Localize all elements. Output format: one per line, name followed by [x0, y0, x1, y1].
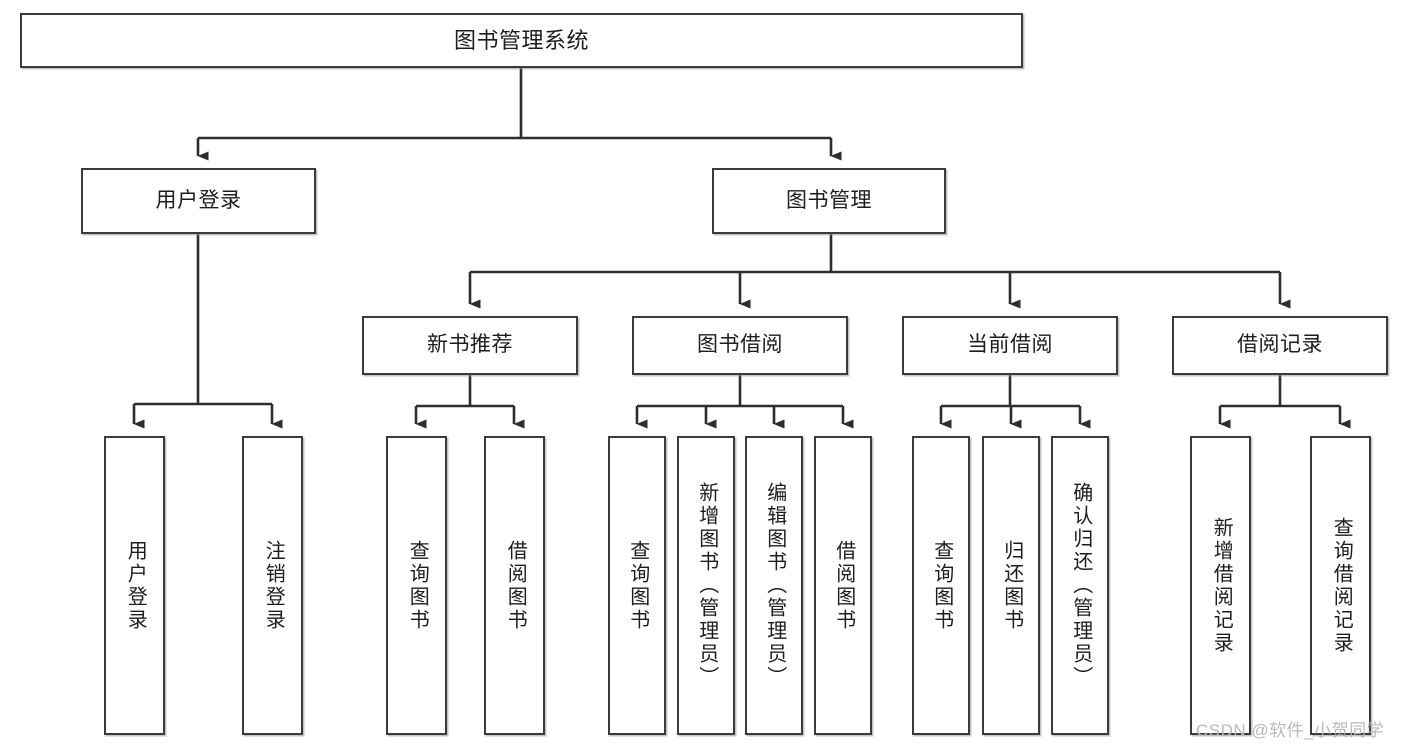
- node-label: 查询借阅记录: [1330, 516, 1353, 655]
- node-leaf-11[interactable]: 新增借阅记录: [1190, 436, 1251, 735]
- node-label: 借阅图书: [504, 539, 527, 632]
- node-leaf-5[interactable]: 新增图书（管理员）: [677, 436, 735, 735]
- node-label: 编辑图书（管理员）: [763, 482, 786, 689]
- connectors-current-borrow-to-leaves: [939, 375, 1091, 429]
- node-label: 归还图书: [1000, 539, 1023, 632]
- connectors-level2-to-level3: [468, 234, 1291, 309]
- connectors-borrow-record-to-leaves: [1218, 375, 1351, 429]
- node-label: 新增借阅记录: [1210, 516, 1233, 655]
- node-label: 借阅图书: [832, 539, 855, 632]
- node-label: 图书管理: [786, 188, 872, 212]
- node-label: 查询图书: [406, 539, 429, 632]
- node-label: 查询图书: [626, 539, 649, 632]
- node-leaf-1[interactable]: 注销登录: [242, 436, 303, 735]
- node-level3-0[interactable]: 新书推荐: [362, 316, 578, 375]
- node-level3-1[interactable]: 图书借阅: [632, 316, 848, 375]
- node-leaf-4[interactable]: 查询图书: [608, 436, 666, 735]
- node-label: 新书推荐: [427, 333, 513, 357]
- node-level2-1[interactable]: 图书管理: [712, 168, 946, 234]
- node-leaf-9[interactable]: 归还图书: [982, 436, 1040, 735]
- connectors-book-borrow-to-leaves: [635, 375, 854, 429]
- node-level2-0[interactable]: 用户登录: [81, 168, 316, 234]
- node-label: 新增图书（管理员）: [695, 482, 718, 689]
- connectors-root-to-level2: [196, 68, 842, 161]
- node-label: 确认归还（管理员）: [1069, 482, 1092, 689]
- node-level3-3[interactable]: 借阅记录: [1172, 316, 1388, 375]
- node-root-system[interactable]: 图书管理系统: [20, 13, 1023, 68]
- node-label: 图书管理系统: [453, 27, 589, 53]
- node-leaf-6[interactable]: 编辑图书（管理员）: [745, 436, 803, 735]
- node-label: 图书借阅: [697, 333, 783, 357]
- node-label: 注销登录: [262, 539, 285, 632]
- node-leaf-8[interactable]: 查询图书: [912, 436, 970, 735]
- node-leaf-12[interactable]: 查询借阅记录: [1310, 436, 1371, 735]
- node-label: 用户登录: [124, 539, 147, 632]
- connectors-user-login-to-leaves: [132, 234, 283, 429]
- node-label: 查询图书: [930, 539, 953, 632]
- node-label: 当前借阅: [967, 333, 1053, 357]
- node-leaf-3[interactable]: 借阅图书: [484, 436, 545, 735]
- node-leaf-10[interactable]: 确认归还（管理员）: [1051, 436, 1109, 735]
- connectors-new-book-to-leaves: [414, 375, 525, 429]
- node-label: 用户登录: [155, 188, 242, 212]
- node-leaf-0[interactable]: 用户登录: [104, 436, 165, 735]
- node-level3-2[interactable]: 当前借阅: [902, 316, 1118, 375]
- node-leaf-7[interactable]: 借阅图书: [814, 436, 872, 735]
- node-label: 借阅记录: [1237, 333, 1323, 357]
- node-leaf-2[interactable]: 查询图书: [386, 436, 447, 735]
